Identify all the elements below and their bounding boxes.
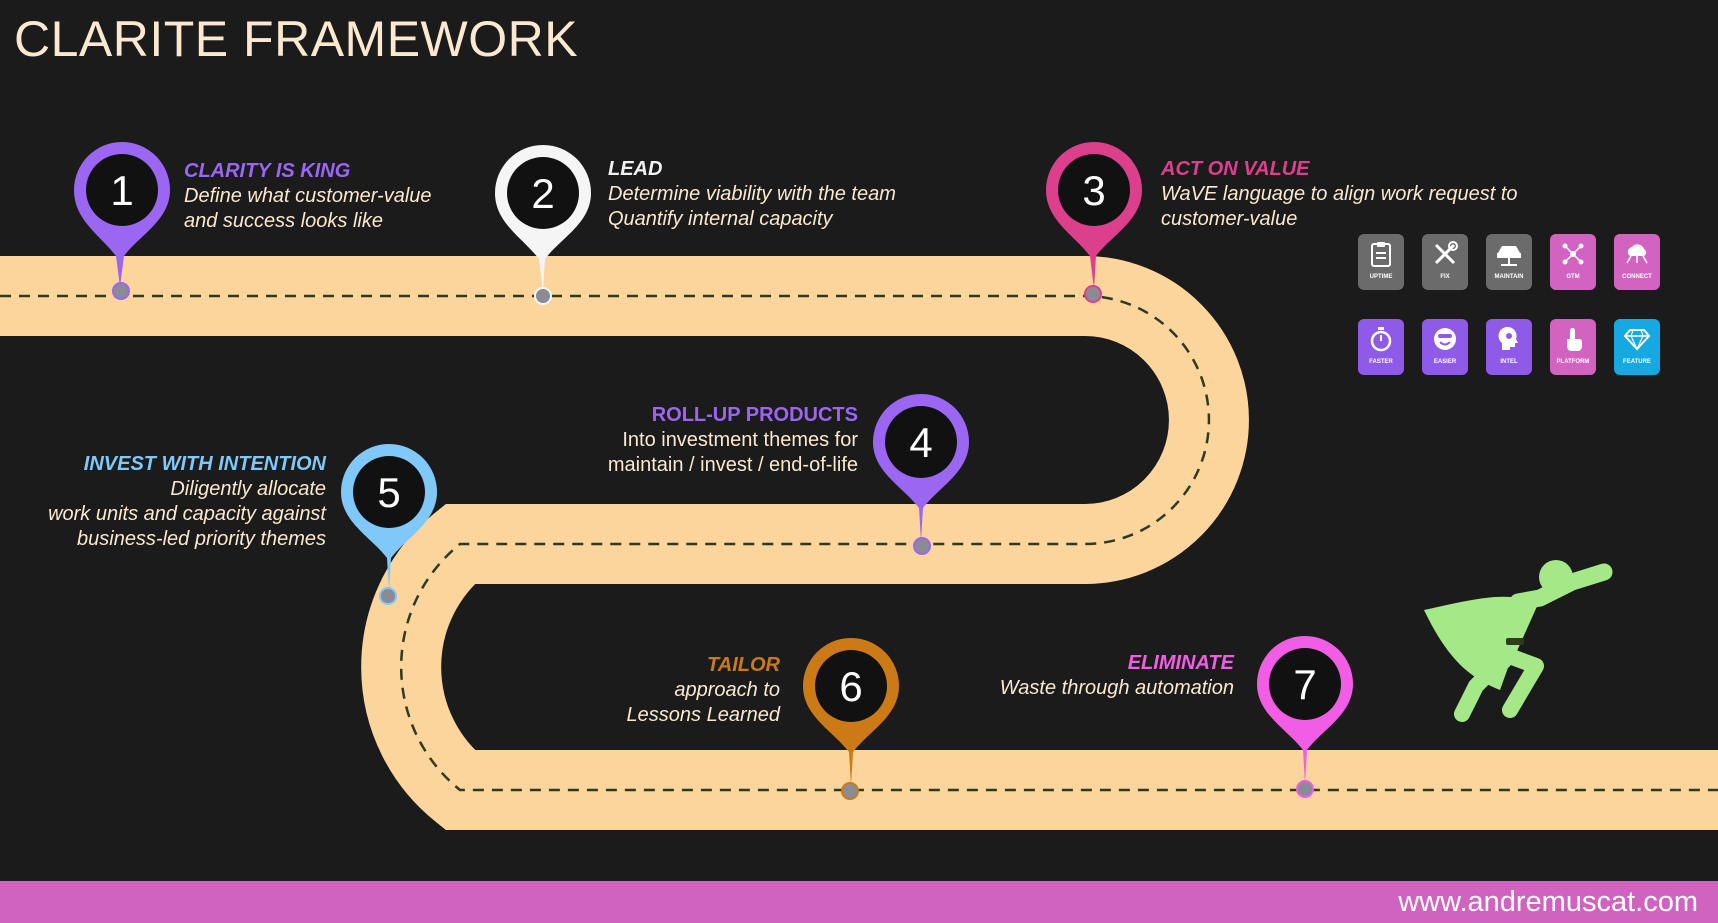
connect-tile: CONNECT <box>1614 234 1660 290</box>
faster-label: FASTER <box>1369 359 1393 365</box>
footer-bar: www.andremuscat.com <box>0 881 1718 923</box>
platform-tile: PLATFORM <box>1550 319 1596 375</box>
feature-tile: FEATURE <box>1614 319 1660 375</box>
clipboard-icon <box>1366 240 1396 268</box>
brain-head-icon <box>1494 325 1524 353</box>
car-lift-icon <box>1494 240 1524 268</box>
fix-tile: FIX <box>1422 234 1468 290</box>
network-icon <box>1558 240 1588 268</box>
pin-7-number: 7 <box>1293 661 1316 708</box>
faster-tile: FASTER <box>1358 319 1404 375</box>
step-1-line-2: and success looks like <box>184 210 383 232</box>
step-5-line-3: business-led priority themes <box>77 528 326 550</box>
step-7-heading: ELIMINATE <box>1127 652 1234 674</box>
step-2-line-2: Quantify internal capacity <box>608 208 833 230</box>
pin-1-dot <box>112 282 130 300</box>
step-7-text: ELIMINATE Waste through automation <box>1000 650 1234 701</box>
uptime-tile: UPTIME <box>1358 234 1404 290</box>
intel-label: INTEL <box>1500 359 1518 365</box>
pin-5-number: 5 <box>377 469 400 516</box>
pin-3-number: 3 <box>1082 167 1105 214</box>
pin-7: 7 <box>1257 636 1353 798</box>
page-title: CLARITE FRAMEWORK <box>14 11 579 67</box>
pin-3: 3 <box>1046 142 1142 303</box>
step-3-line-1: WaVE language to align work request to <box>1161 183 1518 205</box>
pointer-hand-icon <box>1558 325 1588 353</box>
cloud-network-icon <box>1622 240 1652 268</box>
step-1-heading: CLARITY IS KING <box>184 160 351 182</box>
step-3-heading: ACT ON VALUE <box>1161 158 1310 180</box>
pin-2-dot <box>534 287 552 305</box>
step-1-line-1: Define what customer-value <box>184 185 432 207</box>
road-center-dash <box>0 294 1718 792</box>
stopwatch-icon <box>1366 325 1396 353</box>
step-4-line-2: maintain / invest / end-of-life <box>607 454 858 476</box>
gtm-tile: GTM <box>1550 234 1596 290</box>
step-4-text: ROLL-UP PRODUCTS Into investment themes … <box>608 402 858 478</box>
easier-label: EASIER <box>1433 359 1457 365</box>
maintain-tile: MAINTAIN <box>1486 234 1532 290</box>
easier-tile: EASIER <box>1422 319 1468 375</box>
pin-1-number: 1 <box>110 167 133 214</box>
diamond-icon <box>1622 325 1652 353</box>
fix-label: FIX <box>1440 274 1450 280</box>
step-6-line-2: Lessons Learned <box>626 704 780 726</box>
pin-6-number: 6 <box>839 663 862 710</box>
pin-7-dot <box>1296 780 1314 798</box>
step-3-line-2: customer-value <box>1161 208 1298 230</box>
pin-2: 2 <box>495 145 591 305</box>
step-7-line-1: Waste through automation <box>999 677 1234 699</box>
step-3-text: ACT ON VALUE WaVE language to align work… <box>1161 156 1518 232</box>
step-6-line-1: approach to <box>674 679 780 701</box>
intel-tile: INTEL <box>1486 319 1532 375</box>
footer-url[interactable]: www.andremuscat.com <box>1398 886 1698 918</box>
step-6-text: TAILOR approach to Lessons Learned <box>627 652 780 728</box>
smiley-icon <box>1430 325 1460 353</box>
pin-5-dot <box>379 587 397 605</box>
pin-1: 1 <box>74 142 170 300</box>
feature-label: FEATURE <box>1623 359 1651 365</box>
step-5-heading: INVEST WITH INTENTION <box>83 453 326 475</box>
platform-label: PLATFORM <box>1556 359 1590 365</box>
pin-6: 6 <box>803 638 899 800</box>
connect-label: CONNECT <box>1622 274 1652 280</box>
uptime-label: UPTIME <box>1369 274 1393 280</box>
tools-icon <box>1430 240 1460 268</box>
pin-4-number: 4 <box>909 419 932 466</box>
step-5-text: INVEST WITH INTENTION Diligently allocat… <box>48 451 326 552</box>
step-4-heading: ROLL-UP PRODUCTS <box>651 404 858 426</box>
pin-6-dot <box>841 782 859 800</box>
pin-2-number: 2 <box>531 170 554 217</box>
step-5-line-2: work units and capacity against <box>48 503 326 525</box>
step-5-line-1: Diligently allocate <box>170 478 326 500</box>
step-6-heading: TAILOR <box>707 654 780 676</box>
gtm-label: GTM <box>1566 274 1580 280</box>
pin-3-dot <box>1084 285 1102 303</box>
pin-5: 5 <box>341 444 437 605</box>
step-2-line-1: Determine viability with the team <box>608 183 896 205</box>
pin-4-dot <box>913 537 931 555</box>
step-2-heading: LEAD <box>608 158 663 180</box>
step-4-line-1: Into investment themes for <box>622 429 858 451</box>
step-1-text: CLARITY IS KING Define what customer-val… <box>184 158 432 234</box>
pin-4: 4 <box>873 394 969 555</box>
step-2-text: LEAD Determine viability with the team Q… <box>608 156 896 232</box>
superhero-icon <box>1424 560 1613 722</box>
maintain-label: MAINTAIN <box>1494 274 1524 280</box>
